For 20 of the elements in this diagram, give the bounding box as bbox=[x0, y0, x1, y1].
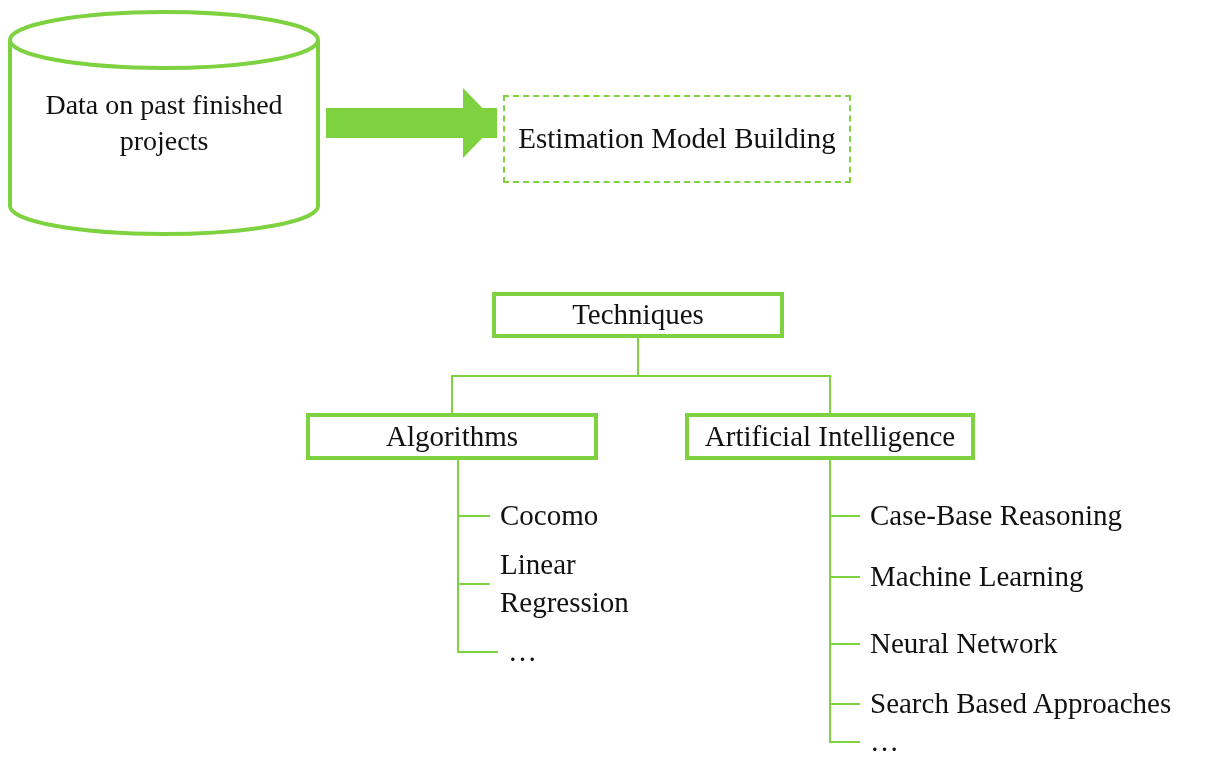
box-label: Algorithms bbox=[385, 418, 519, 454]
cylinder-label: Data on past finished projects bbox=[44, 87, 284, 158]
box-label: Techniques bbox=[572, 297, 704, 333]
item-label: Machine Learning bbox=[860, 557, 1205, 597]
arrow bbox=[326, 88, 497, 158]
box-label: Estimation Model Building bbox=[518, 121, 836, 157]
item-label: Search Based Approaches bbox=[860, 684, 1210, 724]
process-box bbox=[306, 413, 598, 460]
item-label: Cocomo bbox=[490, 496, 710, 536]
process-box bbox=[492, 292, 784, 338]
item-label: … bbox=[498, 632, 618, 672]
box-label: Artificial Intelligence bbox=[704, 418, 956, 454]
item-label: Neural Network bbox=[860, 624, 1205, 664]
connector-line bbox=[457, 459, 499, 653]
connector-line bbox=[637, 337, 831, 414]
process-box bbox=[685, 413, 975, 460]
item-label: Linear Regression bbox=[490, 545, 710, 623]
item-label: Case-Base Reasoning bbox=[860, 496, 1205, 536]
dashed-box bbox=[503, 95, 851, 183]
item-label: … bbox=[860, 722, 980, 762]
